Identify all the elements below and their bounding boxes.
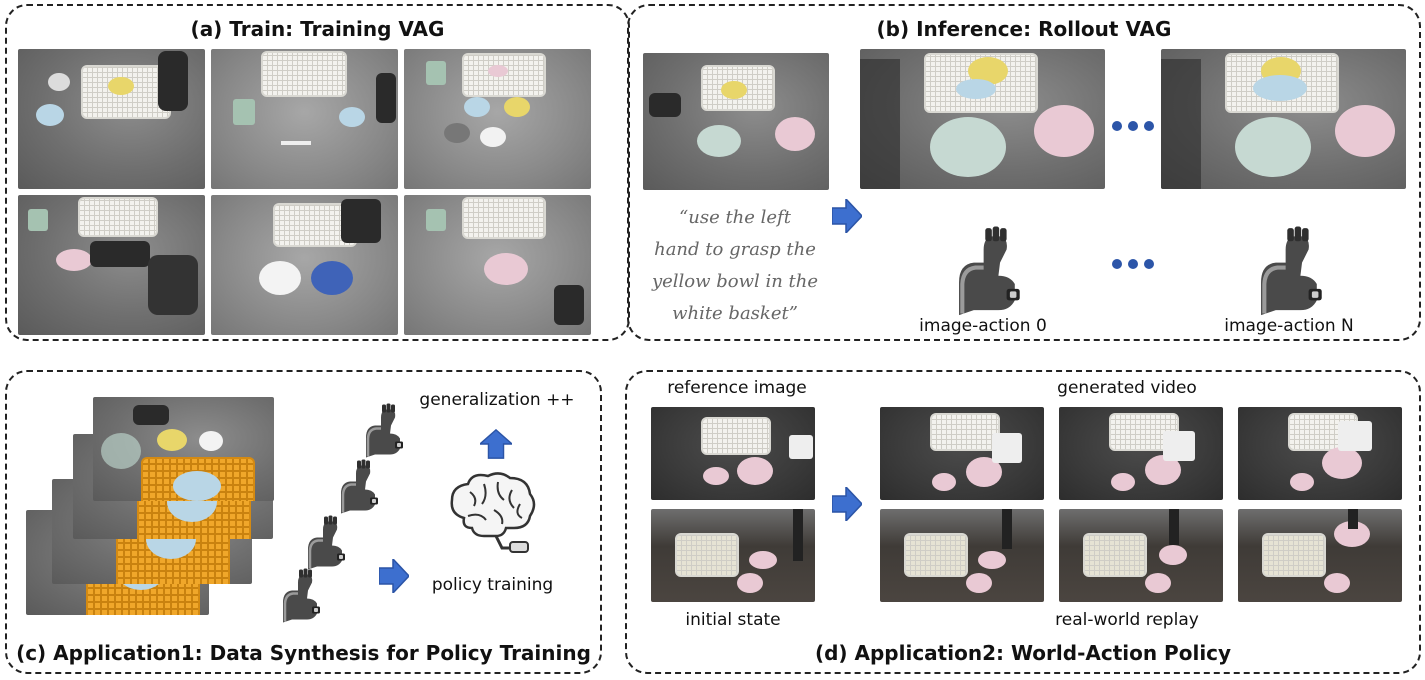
panel-world-action: reference image generated video [625, 370, 1421, 674]
instruction-line-1: “use the left [679, 207, 791, 228]
robot-arm-icon [1243, 224, 1325, 316]
train-frame-4 [18, 195, 205, 335]
instruction-line-4: white basket” [672, 303, 798, 324]
reference-image [651, 407, 815, 500]
panel-data-synthesis: generalization ++ policy training (c) Ap… [5, 370, 602, 674]
replay-frame-3 [1238, 509, 1402, 602]
robot-arm-icon [272, 567, 322, 623]
generated-video-label: generated video [1057, 378, 1197, 398]
synth-frame-1 [93, 397, 274, 501]
generated-frame-2 [1059, 407, 1223, 500]
train-frame-5 [211, 195, 398, 335]
instruction-line-2: hand to grasp the [654, 239, 816, 260]
image-action-last: image-action N [1224, 316, 1354, 336]
right-arrow-icon [379, 559, 409, 593]
panel-title-d: (d) Application2: World-Action Policy [814, 641, 1232, 665]
robot-arm-icon [330, 458, 380, 514]
ellipsis-icon [1111, 117, 1155, 136]
initial-state-label: initial state [685, 610, 781, 630]
generalization-label: generalization ++ [419, 390, 575, 410]
right-arrow-icon [832, 487, 862, 521]
reference-image-label: reference image [667, 378, 807, 398]
robot-arm-icon [941, 224, 1023, 316]
panel-title-a: (a) Train: Training VAG [190, 17, 445, 41]
up-arrow-icon [480, 429, 512, 459]
robot-arm-icon [355, 402, 405, 458]
train-frame-6 [404, 195, 591, 335]
panel-title-b: (b) Inference: Rollout VAG [876, 17, 1172, 41]
replay-frame-1 [880, 509, 1044, 602]
panel-inference: (b) Inference: Rollout VAG “use the left… [627, 4, 1421, 341]
instruction-text: “use the left hand to grasp the yellow b… [635, 202, 835, 330]
initial-frame [643, 53, 829, 190]
train-frame-2 [211, 49, 398, 189]
instruction-line-3: yellow bowl in the [651, 271, 819, 292]
right-arrow-icon [832, 199, 862, 233]
rollout-frame-n [1161, 49, 1406, 189]
train-frame-1 [18, 49, 205, 189]
panel-train: (a) Train: Training VAG [5, 4, 630, 341]
initial-state-image [651, 509, 815, 602]
train-frame-3 [404, 49, 591, 189]
generated-frame-1 [880, 407, 1044, 500]
real-world-replay-label: real-world replay [1055, 610, 1199, 630]
policy-training-label: policy training [431, 575, 554, 595]
panel-title-c: (c) Application1: Data Synthesis for Pol… [16, 641, 591, 665]
brain-icon [450, 472, 536, 553]
replay-frame-2 [1059, 509, 1223, 602]
generated-frame-3 [1238, 407, 1402, 500]
ellipsis-icon [1111, 255, 1155, 274]
robot-arm-icon [297, 514, 347, 570]
image-action-first: image-action 0 [919, 316, 1047, 336]
rollout-frame-0 [860, 49, 1105, 189]
